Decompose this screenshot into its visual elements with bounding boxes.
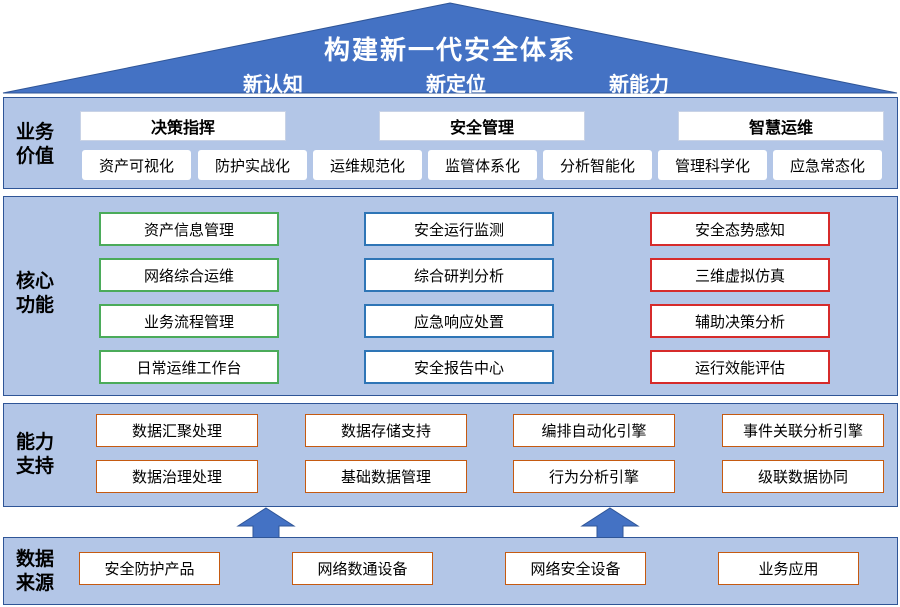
value-item: 管理科学化 xyxy=(658,150,767,180)
function-3d-simulation: 三维虚拟仿真 xyxy=(650,258,830,292)
roof-title: 构建新一代安全体系 xyxy=(323,36,576,66)
function-situation-awareness: 安全态势感知 xyxy=(650,212,830,246)
function-emergency: 应急响应处置 xyxy=(364,304,554,338)
source-business-apps: 业务应用 xyxy=(718,552,859,585)
roof-subtitle-2: 新定位 xyxy=(426,72,486,96)
roof-subtitle-1: 新认知 xyxy=(243,72,303,96)
value-head-security-mgmt: 安全管理 xyxy=(379,111,585,141)
source-security-products: 安全防护产品 xyxy=(79,552,220,585)
function-efficiency-eval: 运行效能评估 xyxy=(650,350,830,384)
value-item: 资产可视化 xyxy=(82,150,191,180)
value-item: 运维规范化 xyxy=(313,150,422,180)
capability-cascade-sync: 级联数据协同 xyxy=(722,460,884,493)
function-asset-info: 资产信息管理 xyxy=(99,212,279,246)
roof-subtitle-3: 新能力 xyxy=(609,72,669,96)
capability-behavior-engine: 行为分析引擎 xyxy=(513,460,675,493)
value-head-smart-ops: 智慧运维 xyxy=(678,111,884,141)
source-network-devices: 网络数通设备 xyxy=(292,552,433,585)
value-head-decision: 决策指挥 xyxy=(80,111,286,141)
value-item: 防护实战化 xyxy=(198,150,307,180)
function-daily-ops: 日常运维工作台 xyxy=(99,350,279,384)
capability-data-aggregation: 数据汇聚处理 xyxy=(96,414,258,447)
function-security-monitor: 安全运行监测 xyxy=(364,212,554,246)
function-decision-support: 辅助决策分析 xyxy=(650,304,830,338)
function-report-center: 安全报告中心 xyxy=(364,350,554,384)
capability-data-storage: 数据存储支持 xyxy=(305,414,467,447)
up-arrow-icon xyxy=(580,507,640,538)
roof-shape xyxy=(2,2,898,94)
function-business-flow: 业务流程管理 xyxy=(99,304,279,338)
value-item: 监管体系化 xyxy=(428,150,537,180)
function-network-ops: 网络综合运维 xyxy=(99,258,279,292)
up-arrow-icon xyxy=(236,507,296,538)
band-label-data-source: 数据来源 xyxy=(16,548,55,594)
capability-event-correlation-engine: 事件关联分析引擎 xyxy=(722,414,884,447)
band-label-core-functions: 核心功能 xyxy=(16,270,55,316)
source-security-devices: 网络安全设备 xyxy=(505,552,646,585)
function-analysis: 综合研判分析 xyxy=(364,258,554,292)
capability-base-data: 基础数据管理 xyxy=(305,460,467,493)
capability-orchestration-engine: 编排自动化引擎 xyxy=(513,414,675,447)
band-label-business-value: 业务价值 xyxy=(16,121,55,167)
capability-data-governance: 数据治理处理 xyxy=(96,460,258,493)
value-item: 应急常态化 xyxy=(773,150,882,180)
value-item: 分析智能化 xyxy=(543,150,652,180)
band-label-capability: 能力支持 xyxy=(16,431,55,477)
